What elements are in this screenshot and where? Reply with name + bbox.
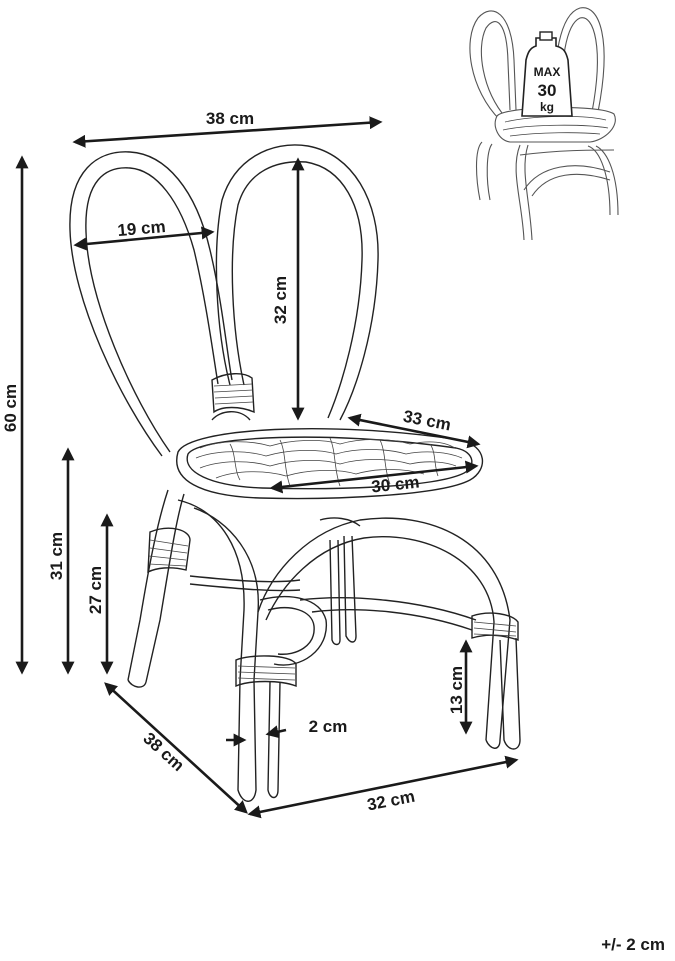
label-seat-width: 30 cm — [370, 473, 420, 497]
max-load-line3: kg — [540, 100, 554, 114]
dimension-lines — [15, 116, 519, 819]
label-backrest-loop-width: 19 cm — [117, 217, 167, 240]
label-foot-height: 13 cm — [447, 666, 466, 714]
label-width-top: 38 cm — [206, 109, 254, 128]
label-stretcher-height: 27 cm — [86, 566, 105, 614]
tolerance-note: +/- 2 cm — [601, 935, 665, 954]
max-load-line1: MAX — [534, 65, 561, 79]
label-backrest-height: 32 cm — [271, 276, 290, 324]
label-leg-thickness: 2 cm — [309, 717, 348, 736]
max-load-icon: MAX 30 kg — [521, 31, 573, 117]
label-seat-height: 31 cm — [47, 532, 66, 580]
label-base-width: 32 cm — [365, 787, 416, 815]
label-total-height: 60 cm — [1, 384, 20, 432]
max-load-line2: 30 — [538, 81, 557, 100]
